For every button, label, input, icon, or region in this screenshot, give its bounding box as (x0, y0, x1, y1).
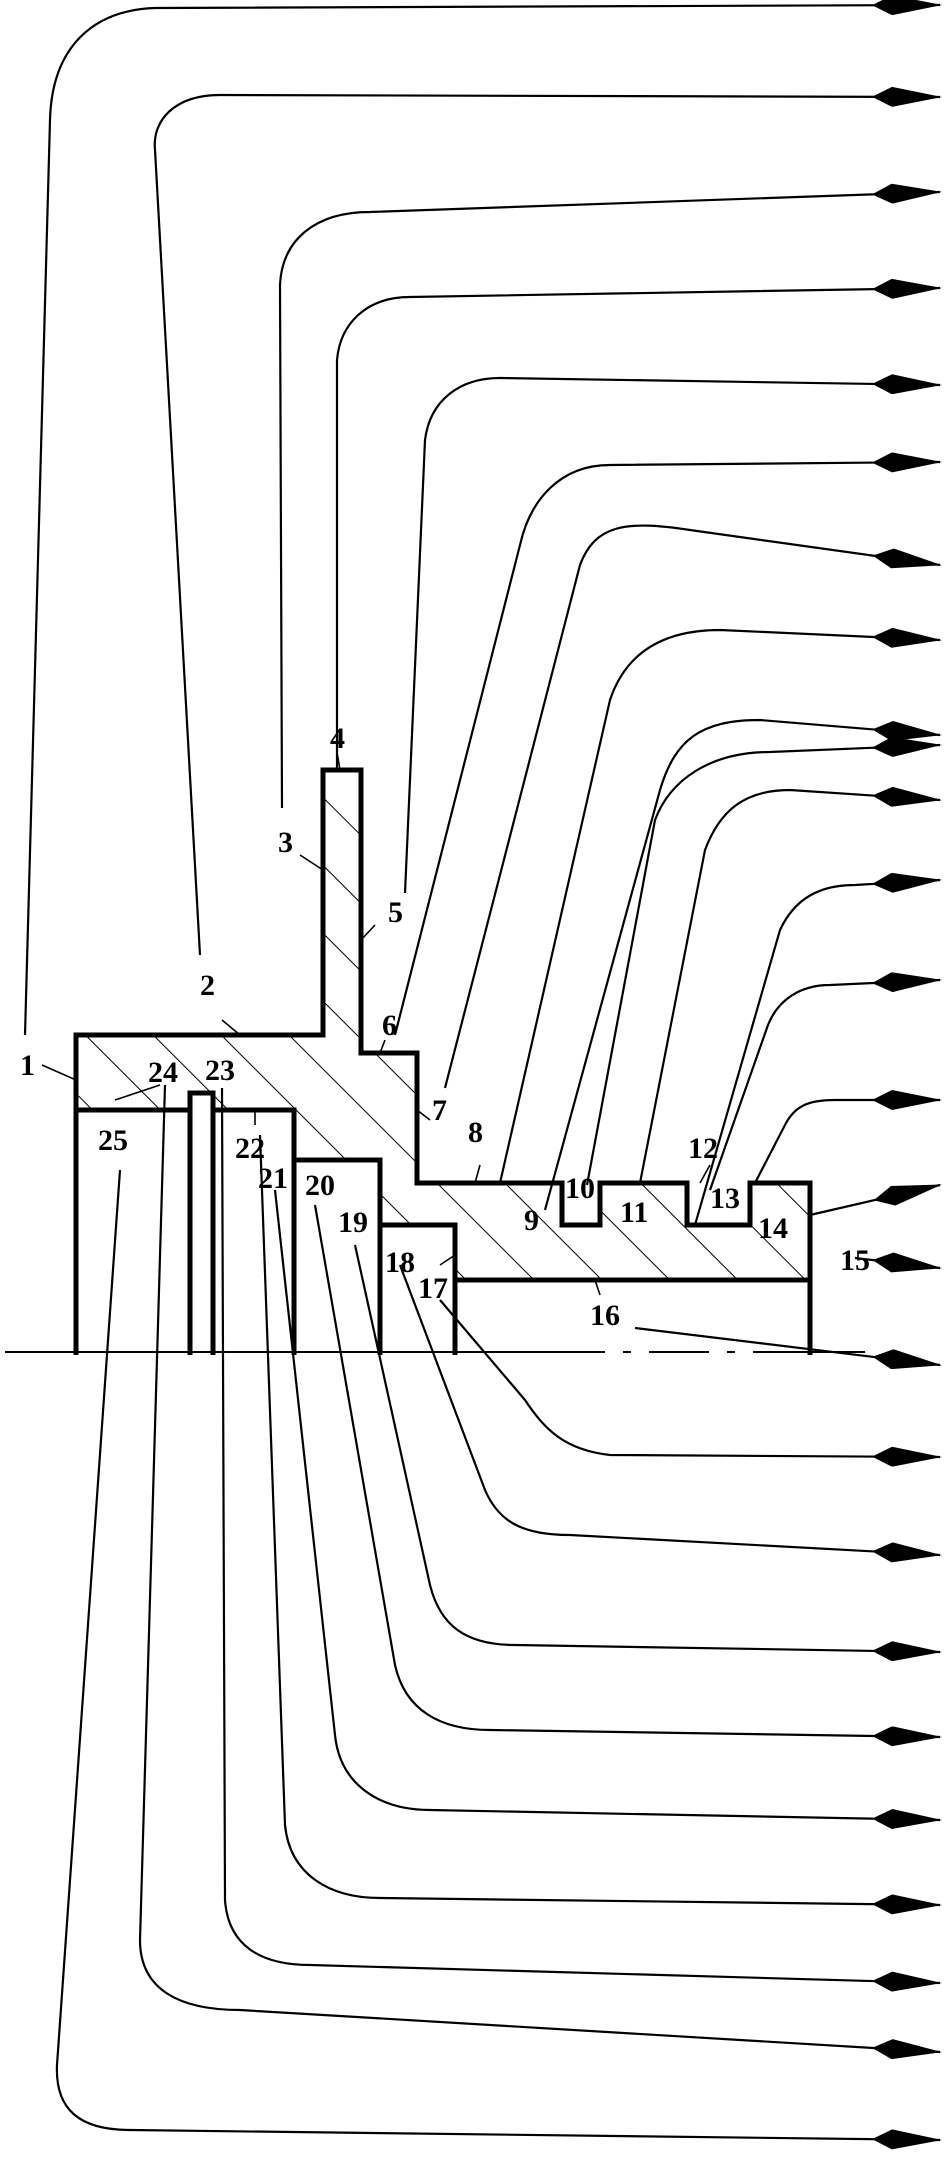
leader-17 (439, 1299, 942, 1467)
leader-6 (393, 452, 942, 1036)
label-5: 5 (388, 896, 403, 929)
label-25: 25 (98, 1124, 128, 1157)
leader-16 (634, 1326, 942, 1370)
label-23: 23 (205, 1054, 235, 1087)
leader-25 (55, 1169, 942, 2150)
leader-2 (153, 86, 942, 956)
label-22: 22 (235, 1132, 265, 1165)
leader-20 (313, 1204, 942, 1747)
label-3: 3 (278, 826, 293, 859)
part-outline (73, 767, 813, 1355)
part-section-hatching (76, 770, 810, 1280)
part-number-labels: 1 2 3 4 5 6 7 8 9 10 11 12 13 14 15 16 1… (20, 722, 870, 1332)
leader-12 (693, 872, 942, 1226)
leader-4 (335, 278, 942, 770)
label-15: 15 (840, 1244, 870, 1277)
leader-1 (23, 0, 942, 1036)
leader-tick-16 (594, 1279, 601, 1296)
leader-tick-2 (221, 1019, 241, 1036)
leader-21 (273, 1189, 942, 1830)
leader-15 (854, 1252, 942, 1273)
leader-14 (754, 1090, 942, 1184)
leader-tick-4 (336, 751, 341, 771)
label-1: 1 (20, 1049, 35, 1082)
leader-8 (498, 627, 942, 1184)
label-8: 8 (468, 1116, 483, 1149)
leader-23 (220, 1087, 942, 1992)
label-21: 21 (258, 1162, 288, 1195)
leader-tick-24 (114, 1084, 161, 1101)
leader-19 (353, 1244, 942, 1662)
leader-tick-3 (299, 854, 324, 871)
leader-lines (23, 0, 942, 2150)
label-19: 19 (338, 1206, 368, 1239)
leader-22 (258, 1134, 942, 1915)
leader-tick-17 (439, 1254, 456, 1266)
label-14: 14 (758, 1212, 788, 1245)
leader-tick-12 (699, 1164, 711, 1184)
label-6: 6 (382, 1009, 397, 1042)
label-18: 18 (385, 1246, 415, 1279)
label-10: 10 (565, 1172, 595, 1205)
label-11: 11 (620, 1196, 648, 1229)
leader-7 (443, 524, 942, 1089)
label-7: 7 (432, 1094, 447, 1127)
leader-14b (809, 1183, 942, 1217)
leader-5 (403, 374, 942, 894)
leader-tick-1 (41, 1064, 77, 1081)
label-9: 9 (524, 1204, 539, 1237)
leader-24 (138, 1084, 942, 2060)
leader-13 (708, 972, 942, 1191)
leader-tick-7 (416, 1109, 431, 1121)
leader-18 (398, 1264, 942, 1563)
leader-3 (278, 183, 942, 809)
leader-tick-6 (379, 1039, 386, 1054)
leader-tick-5 (360, 924, 376, 941)
label-2: 2 (200, 969, 215, 1002)
label-4: 4 (330, 722, 345, 755)
leader-tick-8 (474, 1164, 481, 1184)
label-12: 12 (688, 1132, 718, 1165)
label-24: 24 (148, 1056, 178, 1089)
label-13: 13 (710, 1182, 740, 1215)
label-16: 16 (590, 1299, 620, 1332)
label-17: 17 (418, 1272, 448, 1305)
leader-11 (638, 786, 942, 1184)
leader-9 (543, 718, 942, 1211)
label-20: 20 (305, 1169, 335, 1202)
leader-10 (585, 736, 942, 1186)
